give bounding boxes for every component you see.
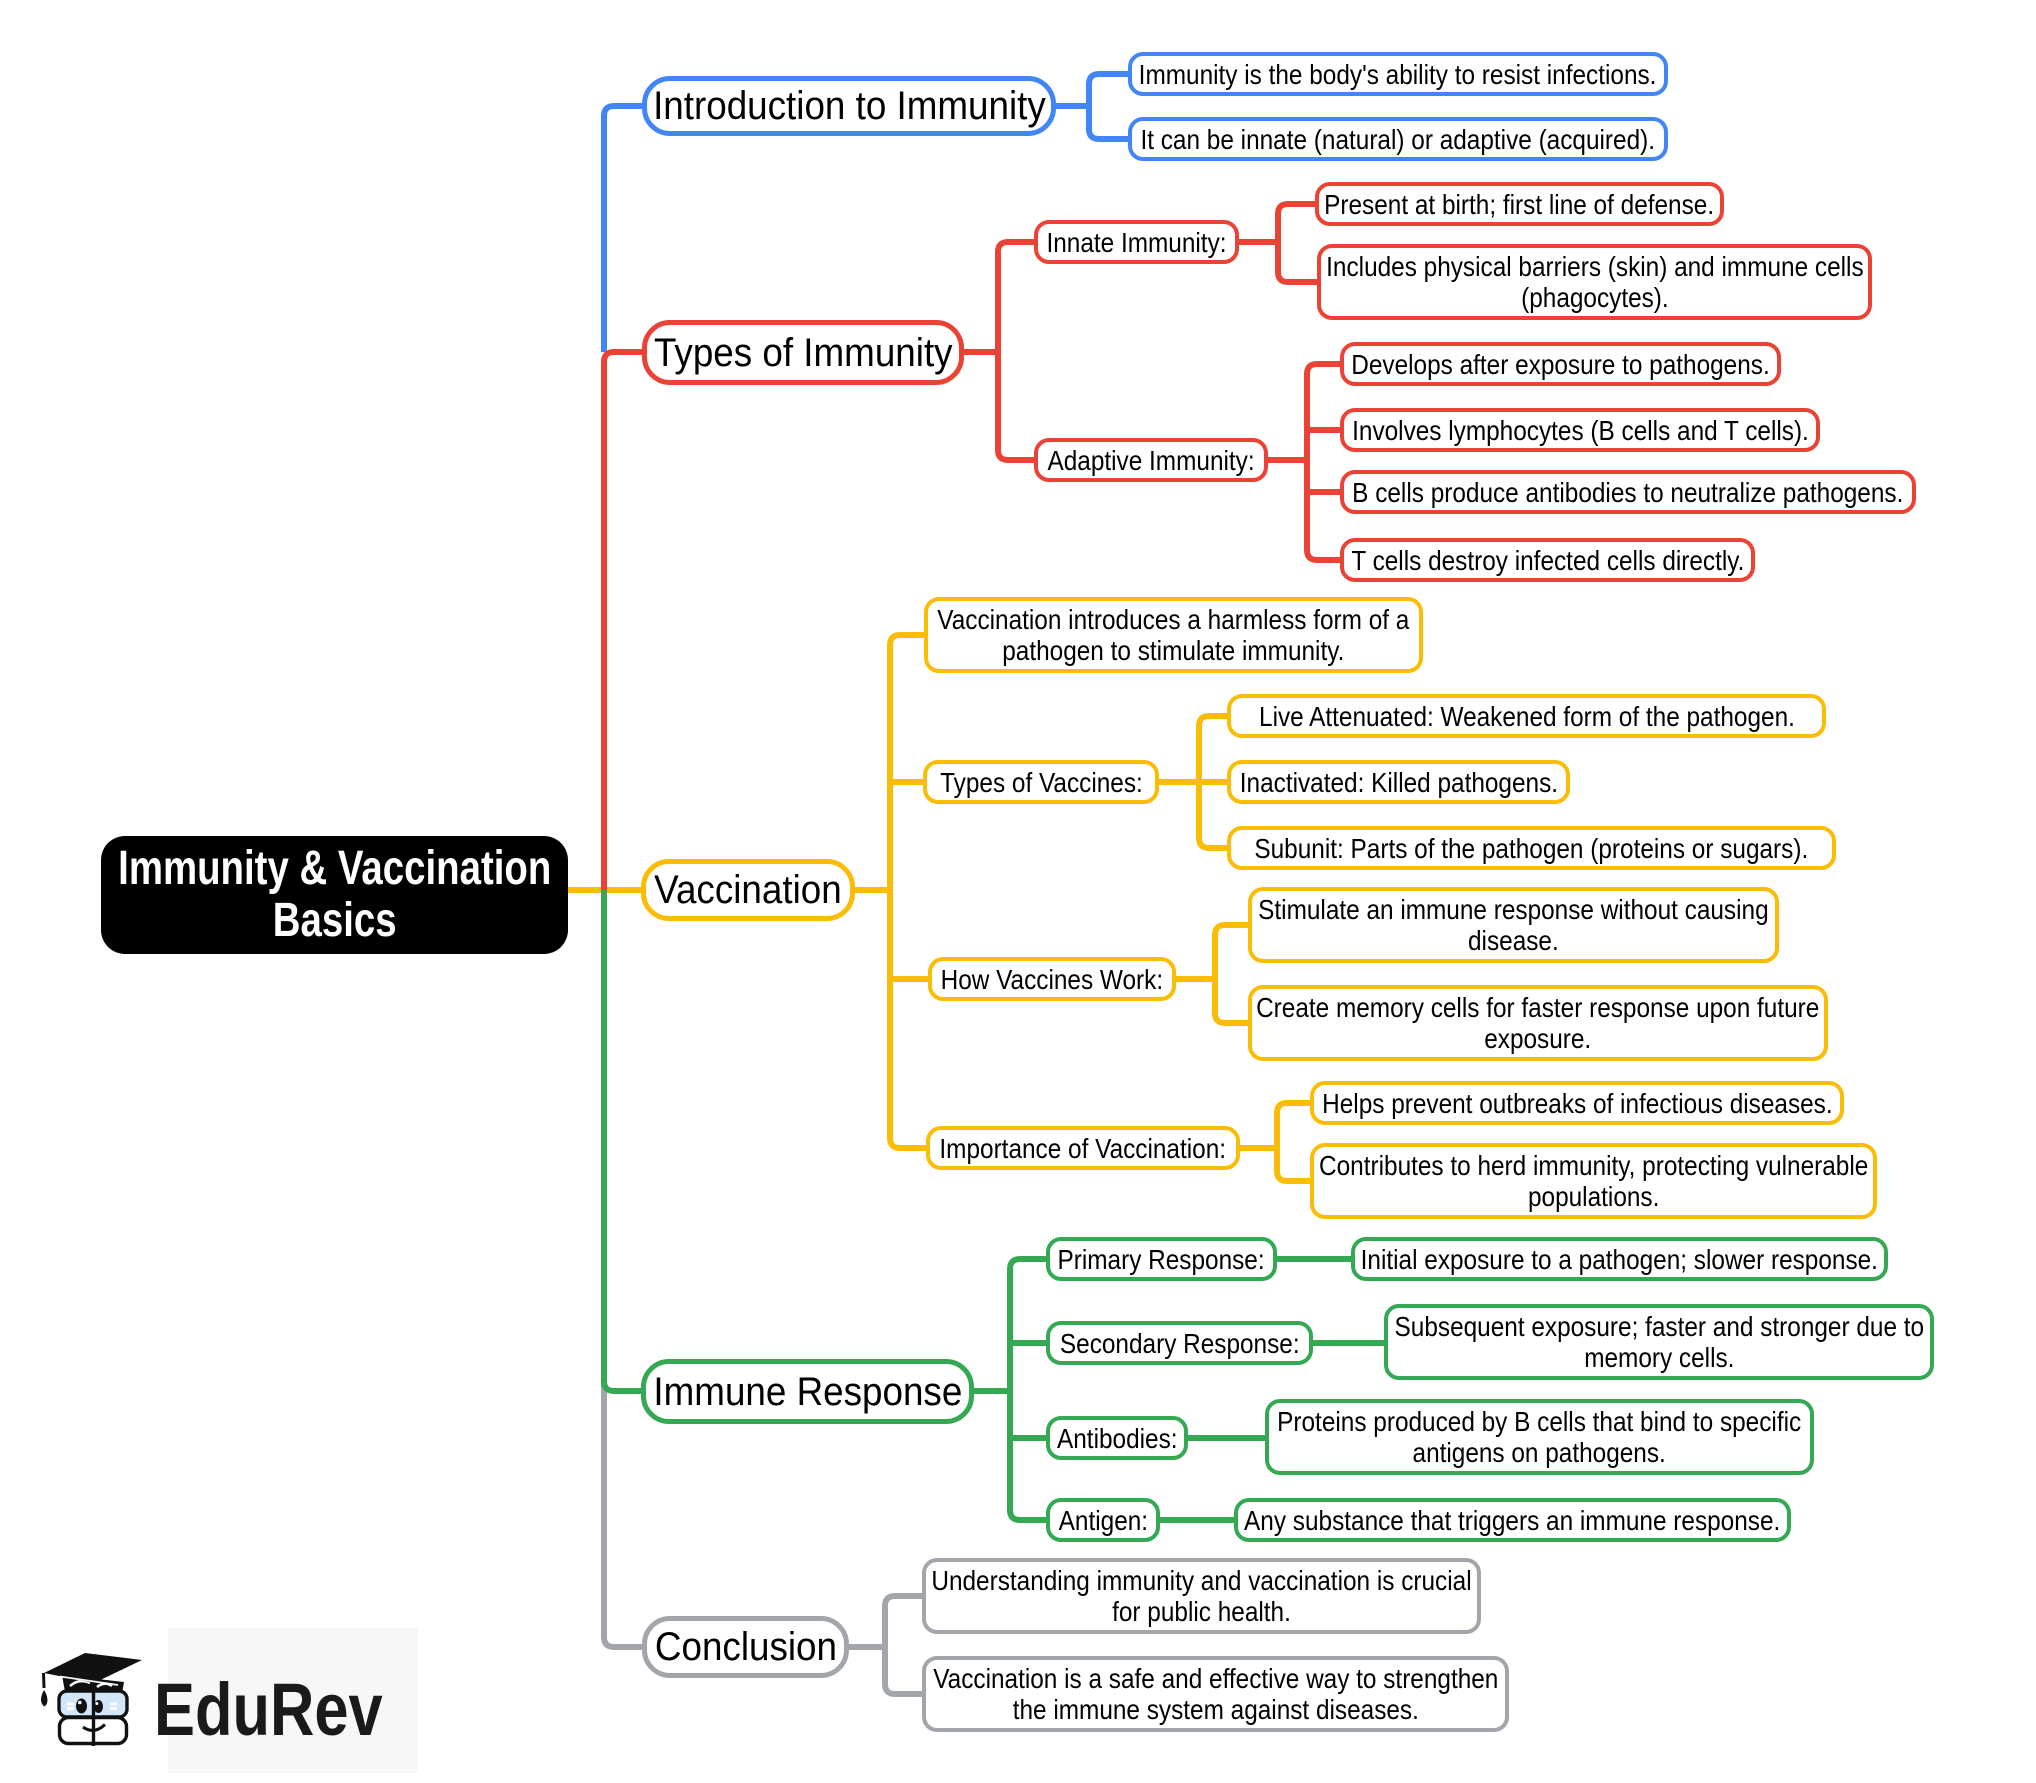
svg-text:EduRev: EduRev — [154, 1669, 383, 1752]
